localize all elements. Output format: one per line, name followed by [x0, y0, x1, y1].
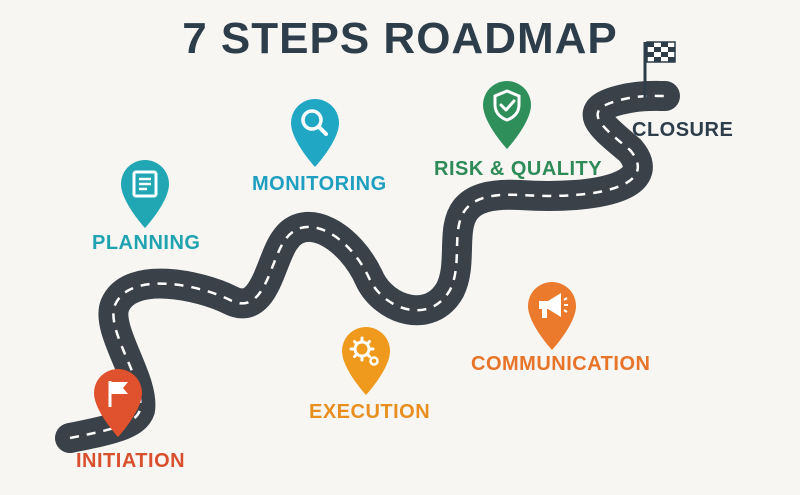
execution-pin: [342, 327, 390, 395]
risk-quality-pin: [483, 81, 531, 149]
communication-pin: [528, 282, 576, 350]
step-label-planning: PLANNING: [92, 232, 201, 254]
document-icon: [132, 170, 158, 198]
flag-icon: [108, 381, 128, 407]
megaphone-icon: [539, 293, 568, 318]
step-label-monitoring: MONITORING: [252, 173, 387, 195]
step-label-communication: COMMUNICATION: [471, 353, 651, 375]
step-label-initiation: INITIATION: [76, 450, 186, 472]
magnifier-icon: [301, 109, 328, 136]
page-title: 7 STEPS ROADMAP: [182, 14, 618, 63]
monitoring-pin: [291, 99, 339, 167]
shield-check-icon: [493, 89, 521, 122]
gears-icon: [349, 336, 379, 366]
checkered-flag-icon: [643, 41, 676, 98]
step-label-closure: CLOSURE: [632, 119, 734, 141]
initiation-pin: [94, 369, 142, 437]
step-label-risk-quality: RISK & QUALITY: [434, 158, 603, 180]
step-label-execution: EXECUTION: [309, 401, 431, 423]
planning-pin: [121, 160, 169, 228]
